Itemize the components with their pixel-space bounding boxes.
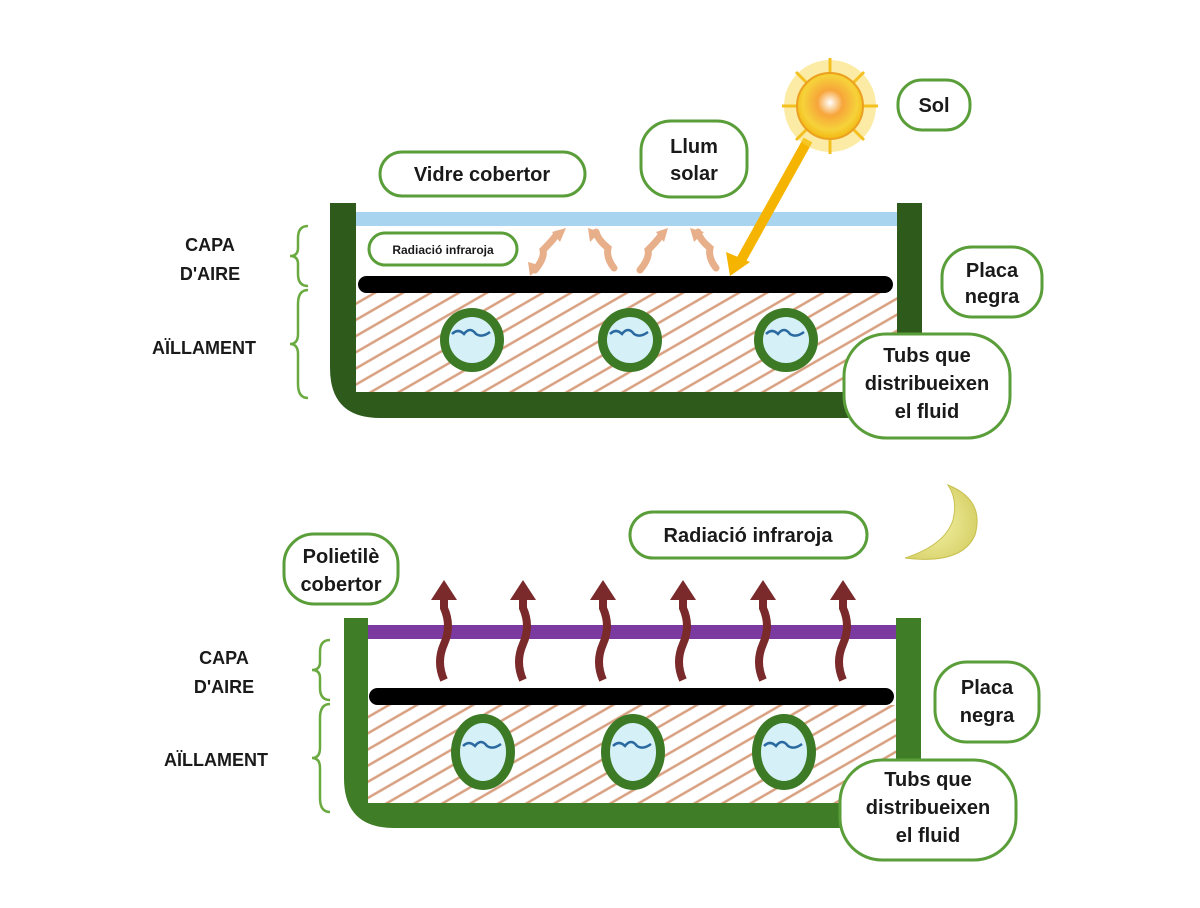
label-insulation: AÏLLAMENT (152, 338, 256, 358)
moon-icon (904, 483, 978, 560)
tube (754, 308, 818, 372)
svg-text:distribueixen: distribueixen (866, 797, 990, 819)
brace-air (311, 638, 331, 702)
label-insulation: AÏLLAMENT (164, 750, 268, 770)
svg-text:Sol: Sol (918, 95, 949, 117)
svg-text:Radiació infraroja: Radiació infraroja (392, 243, 494, 257)
svg-text:distribueixen: distribueixen (865, 373, 989, 395)
glass-cover (356, 212, 897, 226)
tube (451, 714, 515, 790)
infrared-arrows (531, 228, 720, 274)
svg-text:Tubs que: Tubs que (883, 345, 970, 367)
brace-insulation (311, 702, 331, 814)
svg-text:Llum: Llum (670, 136, 718, 158)
ir-arrow (531, 230, 561, 274)
ir-arrow (750, 580, 776, 682)
svg-text:negra: negra (965, 286, 1020, 308)
callout-infrared: Radiació infraroja (628, 510, 869, 560)
sun-ray (735, 137, 813, 265)
callout-cover-poly: Polietilè cobertor (282, 532, 400, 606)
label-air-layer: D'AIRE (180, 264, 240, 284)
ir-arrow (592, 228, 618, 272)
callout-sunlight: Llum solar (639, 119, 749, 199)
svg-text:Radiació infraroja: Radiació infraroja (664, 525, 834, 547)
night-panel: CAPA D'AIRE AÏLLAMENT Polietilè cobertor… (164, 483, 1041, 862)
ir-arrow (510, 580, 536, 682)
tube (440, 308, 504, 372)
tube (601, 714, 665, 790)
brace-air (289, 224, 309, 288)
callout-tubes: Tubs que distribueixen el fluid (842, 332, 1012, 440)
ir-arrow (694, 228, 720, 272)
tube (598, 308, 662, 372)
label-air-layer: CAPA (199, 648, 249, 668)
brace-insulation (289, 288, 309, 400)
svg-text:cobertor: cobertor (300, 574, 381, 596)
ir-arrow (431, 580, 457, 682)
svg-text:solar: solar (670, 163, 718, 185)
svg-text:el fluid: el fluid (896, 825, 960, 847)
black-plate (358, 276, 893, 293)
ir-arrow (590, 580, 616, 682)
callout-tubes: Tubs que distribueixen el fluid (838, 758, 1018, 862)
svg-text:Placa: Placa (966, 260, 1019, 282)
callout-infrared: Radiació infraroja (367, 231, 519, 267)
svg-text:Placa: Placa (961, 677, 1014, 699)
ir-arrow (636, 230, 666, 274)
sun-icon (782, 58, 878, 154)
callout-black-plate: Placa negra (940, 245, 1044, 319)
label-air-layer: CAPA (185, 235, 235, 255)
black-plate (369, 688, 894, 705)
ir-arrow (670, 580, 696, 682)
svg-text:Vidre cobertor: Vidre cobertor (414, 164, 551, 186)
label-air-layer: D'AIRE (194, 677, 254, 697)
callout-black-plate: Placa negra (933, 660, 1041, 744)
svg-text:Tubs que: Tubs que (884, 769, 971, 791)
svg-text:negra: negra (960, 705, 1015, 727)
day-panel: CAPA D'AIRE AÏLLAMENT Vidre cobertor Llu… (152, 58, 1044, 440)
callout-cover-glass: Vidre cobertor (378, 150, 587, 198)
ir-arrow (830, 580, 856, 682)
tube (752, 714, 816, 790)
infrared-arrows (431, 580, 856, 682)
callout-sun: Sol (896, 78, 972, 132)
svg-text:Polietilè: Polietilè (303, 546, 380, 568)
svg-text:el fluid: el fluid (895, 401, 959, 423)
